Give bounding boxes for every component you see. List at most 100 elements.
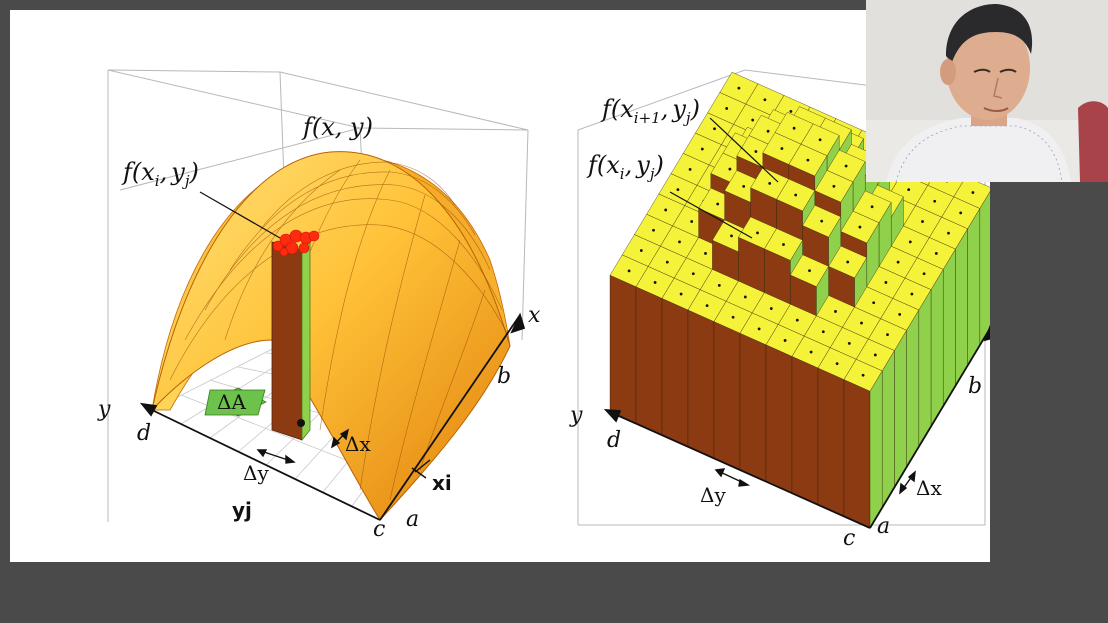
slide-figure: f(x, y) f(xi,yj) x y d b a c ΔA Δx Δy xi… (97, 69, 990, 551)
box-sample-dot (737, 86, 741, 90)
box-sample-dot (704, 252, 707, 255)
box-sample-dot (792, 126, 796, 130)
box-front-face (791, 356, 819, 506)
handwritten-xi: xi (432, 471, 452, 495)
box-sample-dot (782, 243, 785, 246)
box-sample-dot (676, 188, 680, 192)
box-sample-dot (873, 353, 877, 357)
delta-arrows (256, 428, 431, 479)
box-sample-dot (705, 304, 709, 308)
right-axes (603, 324, 990, 529)
box-sample-dot (834, 310, 837, 313)
left-axes (139, 312, 526, 521)
box-front-face (661, 298, 689, 448)
point-label-right-2: f(xi,yj) (586, 151, 664, 183)
box-side-face (894, 329, 907, 489)
box-sample-dot (751, 118, 755, 122)
box-sample-dot (639, 249, 643, 252)
box-sample-dot (652, 228, 655, 232)
box-front-face (635, 286, 663, 436)
box-sample-dot (688, 167, 692, 171)
box-side-face (882, 349, 895, 509)
surface-mesh (169, 159, 509, 501)
box-sample-dot (766, 129, 770, 133)
box-front-face (713, 321, 741, 471)
box-side-face (979, 191, 990, 347)
box-front-face (843, 379, 871, 529)
presenter-face (946, 16, 1030, 120)
box-sample-dot (806, 158, 810, 162)
box-sample-dot (959, 211, 963, 215)
left-delta-y-label: Δy (243, 461, 269, 485)
box-sample-dot (898, 312, 902, 316)
box-sample-dot (627, 269, 631, 273)
box-sample-dot (872, 301, 876, 305)
box-sample-dot (716, 202, 720, 206)
box-sample-dot (907, 188, 911, 192)
left-label-c: c (373, 517, 385, 542)
box-sample-dot (861, 373, 865, 377)
box-sample-dot (933, 199, 937, 203)
box-front-face (765, 344, 793, 494)
box-sample-dot (844, 164, 848, 168)
box-front-face (817, 367, 845, 517)
box-sample-dot (896, 260, 900, 264)
box-front-face (609, 274, 637, 424)
presenter-video (866, 0, 1108, 182)
box-side-face (918, 288, 932, 448)
right-delta-arrows (714, 468, 916, 495)
left-label-d: d (137, 421, 151, 446)
box-sample-dot (910, 292, 914, 296)
box-sample-dot (728, 167, 732, 171)
box-side-face (930, 268, 944, 428)
left-label-b: b (497, 364, 511, 389)
point-label-left: f(xi,yj) (121, 158, 199, 190)
box-side-face (869, 370, 883, 529)
box-sample-dot (665, 260, 669, 264)
box-sample-dot (742, 184, 746, 188)
right-label-d: d (607, 428, 621, 453)
box-sample-dot (769, 307, 773, 310)
box-sample-dot (820, 219, 824, 223)
box-side-face (943, 248, 956, 407)
left-axis-x-label: x (528, 303, 541, 328)
point-label-right-1: f(xi+1,yj) (600, 95, 700, 127)
box-sample-dot (717, 283, 721, 287)
box-sample-dot (832, 184, 836, 188)
right-label-b: b (968, 374, 982, 399)
point-leader-line (199, 191, 281, 239)
left-plot: f(x, y) f(xi,yj) x y d b a c ΔA Δx Δy xi… (97, 69, 541, 542)
box-sample-dot (947, 231, 950, 235)
box-side-face (955, 228, 968, 387)
box-sample-dot (725, 107, 729, 110)
box-sample-dot (971, 191, 975, 194)
webcam-overlay (866, 0, 1108, 182)
box-sample-dot (768, 181, 772, 185)
leader-line-1 (709, 117, 779, 183)
box-sample-dot (808, 269, 811, 273)
right-label-c: c (843, 526, 855, 551)
handwritten-yj: yj (232, 498, 252, 522)
box-sample-dot (691, 272, 695, 276)
right-delta-x-label: Δx (916, 476, 942, 500)
right-axis-y-label: y (569, 403, 583, 428)
box-sample-dot (730, 234, 733, 238)
box-sample-dot (756, 231, 759, 235)
box-sample-dot (795, 318, 799, 322)
box-sample-dot (809, 350, 813, 354)
box-sample-dot (860, 321, 863, 325)
box-sample-dot (847, 341, 851, 345)
box-sample-dot (690, 220, 694, 223)
box-sample-dot (886, 333, 889, 337)
left-delta-x-label: Δx (345, 432, 371, 456)
box-sample-dot (664, 208, 668, 212)
box-sample-dot (846, 260, 850, 264)
box-sample-dot (757, 327, 761, 331)
box-front-face (687, 309, 715, 459)
box-sample-dot (700, 147, 704, 151)
box-sample-dot (731, 315, 735, 319)
sample-points (272, 229, 320, 257)
box-sample-dot (763, 98, 767, 102)
left-axis-y-label: y (97, 397, 111, 422)
box-sample-dot (713, 127, 716, 131)
